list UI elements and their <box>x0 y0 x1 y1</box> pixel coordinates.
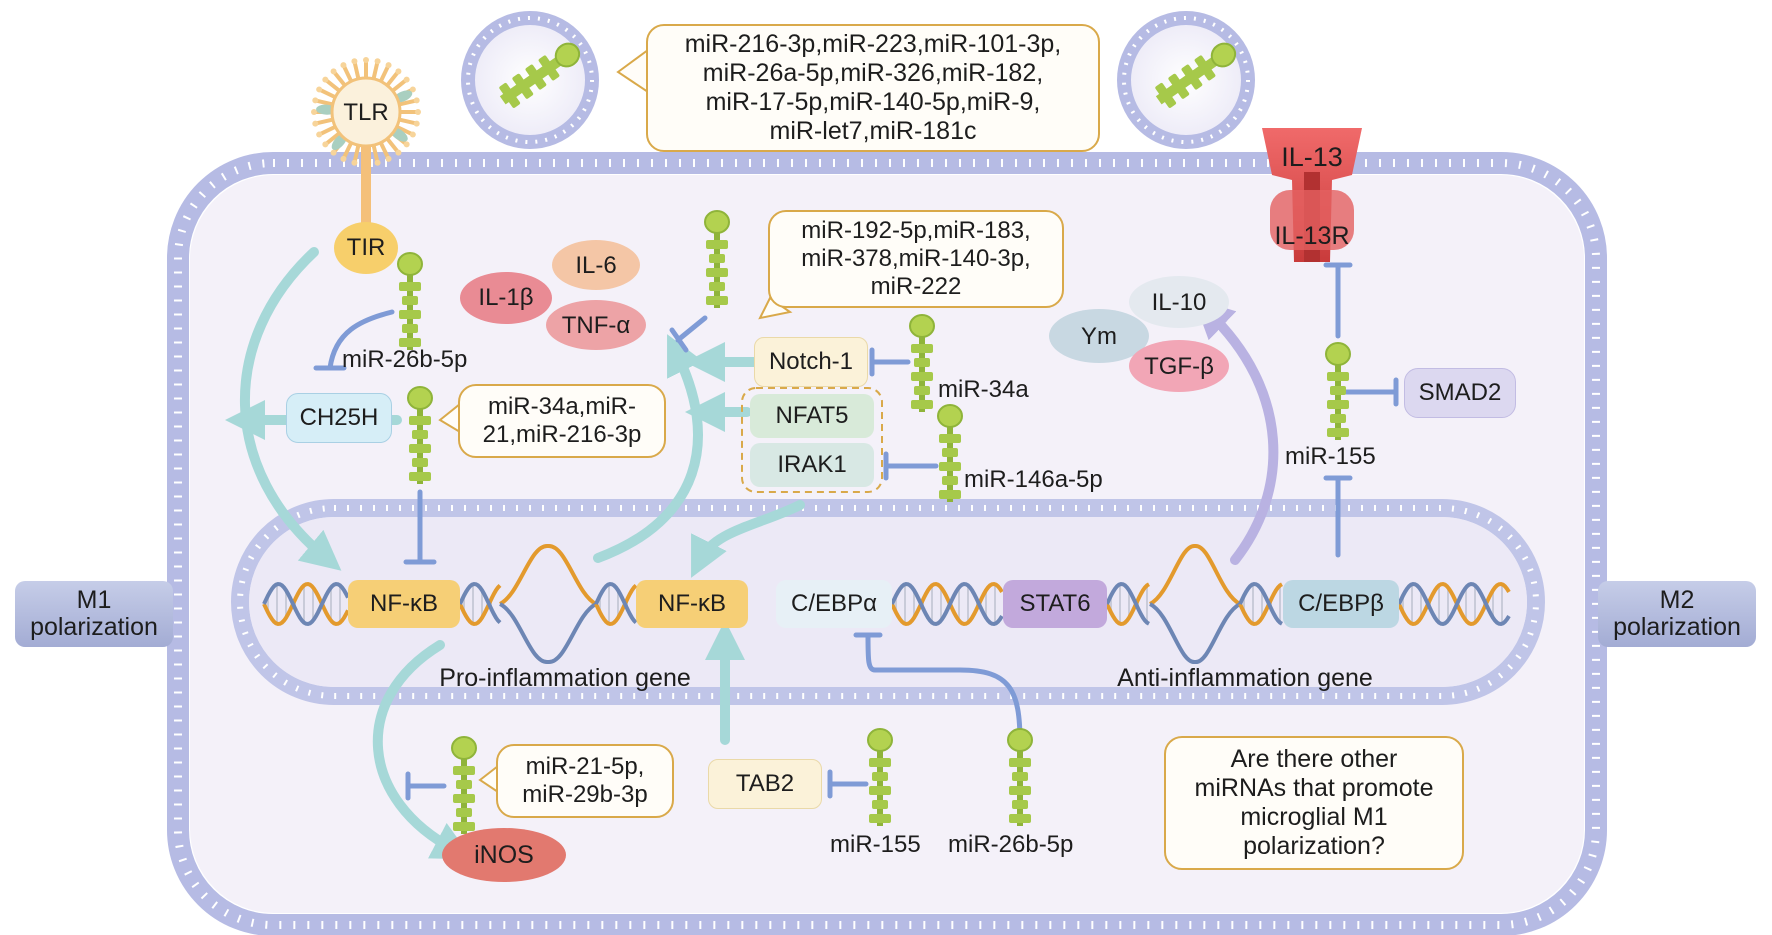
ch25h-mirna-callout: miR-34a,miR- 21,miR-216-3p <box>458 384 666 458</box>
ym-label: Ym <box>1081 323 1117 350</box>
cebpa-box: C/EBPα <box>776 580 892 628</box>
irak1-box: IRAK1 <box>750 443 874 487</box>
cytokine-ellipses <box>442 240 1229 882</box>
smad2-box: SMAD2 <box>1404 368 1516 418</box>
mir146a-label: miR-146a-5p <box>964 466 1103 493</box>
ch25h-mirna-text: miR-34a,miR- 21,miR-216-3p <box>482 393 642 448</box>
exosome-mirna-text: miR-216-3p,miR-223,miR-101-3p, miR-26a-5… <box>684 30 1062 145</box>
cebpb-box: C/EBPβ <box>1283 580 1399 628</box>
il13-label: IL-13 <box>1281 142 1343 172</box>
tgfb-label: TGF-β <box>1144 353 1214 380</box>
nfat5-irak1-group <box>741 387 883 493</box>
tir-label: TIR <box>346 234 386 261</box>
inhibition-lines <box>313 262 1399 801</box>
question-text: Are there other miRNAs that promote micr… <box>1194 745 1434 860</box>
ch25h-box: CH25H <box>286 393 392 443</box>
mir26b-bottom-label: miR-26b-5p <box>948 831 1074 858</box>
stat6-box: STAT6 <box>1003 580 1107 628</box>
mir155-right-label: miR-155 <box>1285 443 1376 470</box>
tlr-receptor <box>311 57 421 274</box>
il1b-label: IL-1β <box>478 284 534 311</box>
activation-arrows <box>225 247 805 860</box>
nfat5-box: NFAT5 <box>750 394 874 438</box>
tnfa-label: TNF-α <box>561 312 631 339</box>
mir34a-label: miR-34a <box>938 376 1029 403</box>
exosome-mirna-callout: miR-216-3p,miR-223,miR-101-3p, miR-26a-5… <box>646 24 1100 152</box>
mir26b-top-label: miR-26b-5p <box>342 346 468 373</box>
inos-mirna-callout: miR-21-5p, miR-29b-3p <box>496 744 674 818</box>
il13r-label: IL-13R <box>1274 222 1350 250</box>
anti-inflammation-gene-label: Anti-inflammation gene <box>1117 664 1373 692</box>
m1-polarization-badge: M1 polarization <box>15 581 173 647</box>
pro-inflammation-gene-label: Pro-inflammation gene <box>439 664 691 692</box>
tnf-mirna-callout: miR-192-5p,miR-183, miR-378,miR-140-3p, … <box>768 210 1064 308</box>
nfkb-box-2: NF-κB <box>636 580 748 628</box>
tab2-box: TAB2 <box>708 759 822 809</box>
dna-strands <box>262 544 1511 664</box>
m2-polarization-badge: M2 polarization <box>1598 581 1756 647</box>
tnf-mirna-text: miR-192-5p,miR-183, miR-378,miR-140-3p, … <box>801 217 1031 300</box>
tlr-label: TLR <box>343 99 389 126</box>
question-callout: Are there other miRNAs that promote micr… <box>1164 736 1464 870</box>
exosome-callout-tail <box>616 48 649 94</box>
nfkb-box-1: NF-κB <box>348 580 460 628</box>
mirna-glyphs <box>397 42 1351 834</box>
inos-mirna-text: miR-21-5p, miR-29b-3p <box>522 753 648 808</box>
inos-label: iNOS <box>474 841 534 869</box>
m1-polarization-text: M1 polarization <box>30 585 158 641</box>
stat6-activation-arrow <box>1193 298 1279 565</box>
m2-polarization-text: M2 polarization <box>1613 585 1741 641</box>
il10-label: IL-10 <box>1151 289 1207 316</box>
il6-label: IL-6 <box>575 252 617 279</box>
il13-receptor <box>1262 128 1362 262</box>
mir155-bottom-label: miR-155 <box>830 831 921 858</box>
notch1-box: Notch-1 <box>754 337 868 387</box>
